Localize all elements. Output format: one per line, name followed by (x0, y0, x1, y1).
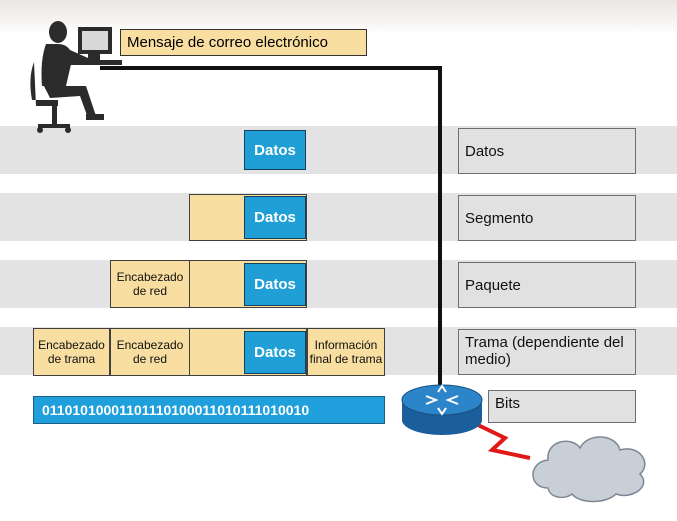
data-block-row3: Datos (244, 263, 306, 306)
frame-header-block: Encabezado de trama (33, 328, 110, 376)
layer-label-packet: Paquete (458, 262, 636, 308)
router-icon (401, 384, 483, 435)
bit-stream: 01101010001101110100011010111010010 (33, 396, 385, 424)
message-label: Mensaje de correo electrónico (120, 29, 367, 56)
data-block-row1: Datos (244, 130, 306, 170)
network-header-row4: Encabezado de red (110, 328, 190, 376)
cable-line (100, 66, 442, 400)
person-at-computer-icon (30, 21, 122, 133)
layer-label-segment: Segmento (458, 195, 636, 241)
wan-link (477, 423, 531, 460)
frame-trailer-block: Información final de trama (307, 328, 385, 376)
network-header-row3: Encabezado de red (110, 260, 190, 308)
header-band (0, 0, 677, 34)
data-block-row4: Datos (244, 331, 306, 374)
layer-label-frame: Trama (dependiente del medio) (458, 329, 636, 375)
layer-label-bits: Bits (488, 390, 636, 423)
cloud-icon (532, 436, 646, 503)
data-block-row2: Datos (244, 196, 306, 239)
layer-label-data: Datos (458, 128, 636, 174)
